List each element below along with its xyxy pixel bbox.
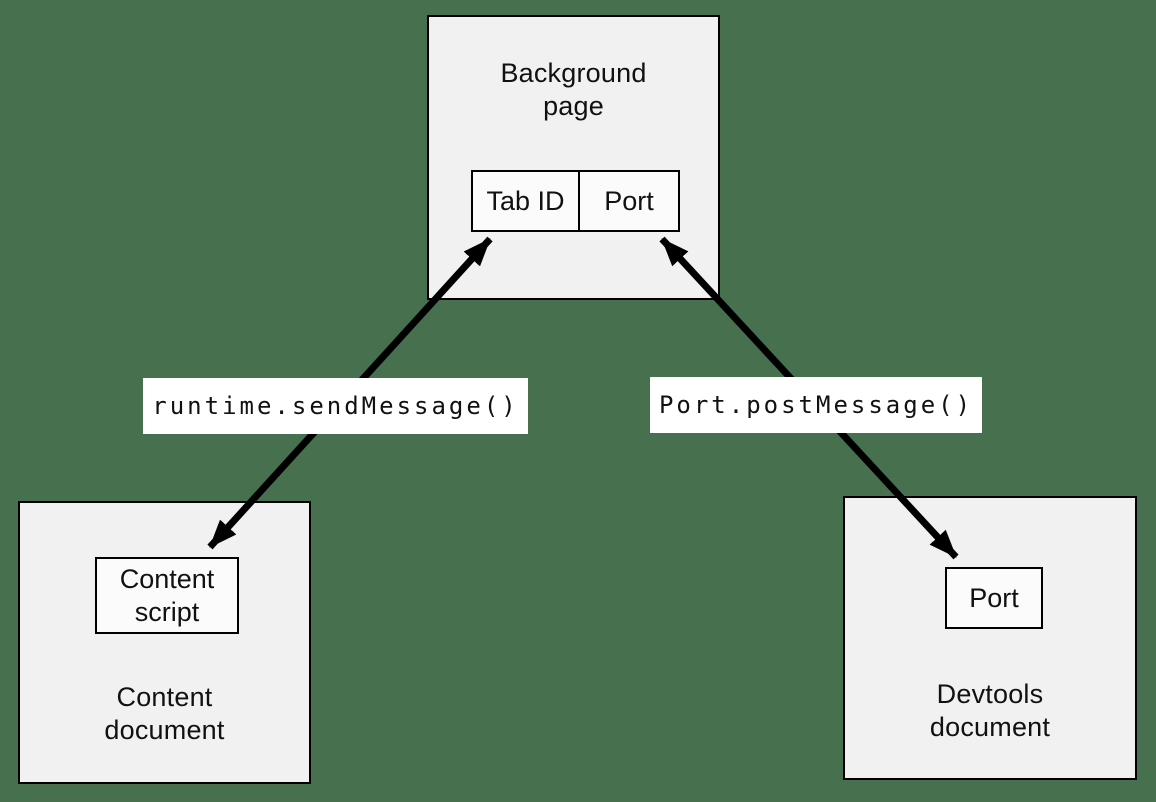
content-document-title: Content document <box>20 681 309 747</box>
devtools-document-title: Devtools document <box>845 678 1135 744</box>
devtools-document-box: Port Devtools document <box>843 496 1137 780</box>
background-page-box: Background page Tab ID Port <box>427 15 720 300</box>
content-document-title-line1: Content <box>116 682 213 712</box>
runtime-sendmessage-label: runtime.sendMessage() <box>143 378 528 434</box>
content-script-box: Content script <box>95 557 239 634</box>
background-page-title: Background page <box>429 57 718 123</box>
port-postmessage-label: Port.postMessage() <box>650 377 982 433</box>
background-port-cell: Port <box>578 172 678 230</box>
tabid-port-table: Tab ID Port <box>471 170 680 232</box>
background-page-title-line2: page <box>543 91 604 121</box>
content-script-label-line1: Content <box>119 563 215 594</box>
background-page-title-line1: Background <box>500 58 647 88</box>
devtools-document-title-line1: Devtools <box>936 679 1044 709</box>
content-document-box: Content script Content document <box>18 501 311 784</box>
devtools-document-title-line2: document <box>929 712 1051 742</box>
devtools-port-box: Port <box>945 567 1043 629</box>
tab-id-cell: Tab ID <box>486 185 565 216</box>
content-document-title-line2: document <box>104 715 225 745</box>
content-script-label-line2: script <box>134 596 200 627</box>
